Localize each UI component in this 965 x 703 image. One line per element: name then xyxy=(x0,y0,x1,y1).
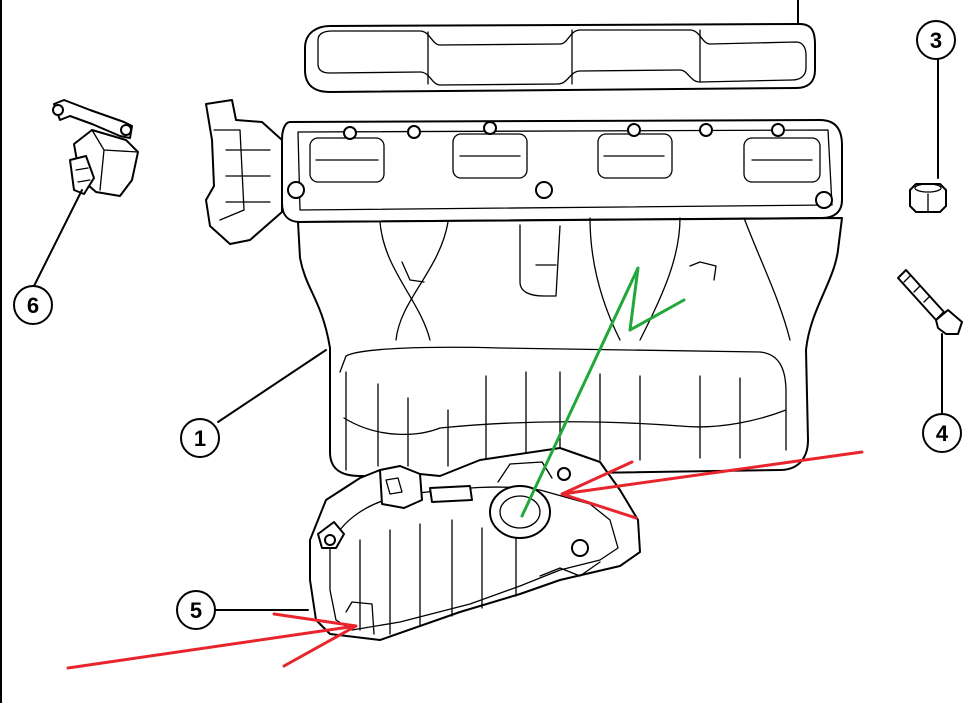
red-arrow-icon xyxy=(560,450,864,520)
callout-4: 4 xyxy=(922,413,962,453)
sensor-part-6 xyxy=(52,99,139,197)
green-arrow-icon xyxy=(520,266,686,518)
red-arrow-icon xyxy=(66,612,358,670)
intake-gasket xyxy=(304,0,816,93)
flange-bracket xyxy=(205,99,283,245)
leader-line-6 xyxy=(33,189,83,287)
callout-label-3: 3 xyxy=(930,28,942,53)
callout-label-5: 5 xyxy=(190,598,202,623)
callout-label-6: 6 xyxy=(27,293,39,318)
callout-5: 5 xyxy=(176,590,216,630)
nut-part-3 xyxy=(909,183,947,213)
leader-line-1 xyxy=(217,349,327,423)
green-arrow-annotation xyxy=(520,266,686,518)
bolt-part-4 xyxy=(897,269,963,335)
callout-3: 3 xyxy=(916,20,956,60)
callout-6: 6 xyxy=(13,285,53,325)
red-arrow-annotation-left xyxy=(66,612,358,670)
red-arrow-annotation-right xyxy=(560,450,864,520)
manifold-body xyxy=(297,217,843,479)
callout-label-4: 4 xyxy=(936,421,949,446)
callout-label-1: 1 xyxy=(194,426,206,451)
manifold-flange xyxy=(281,119,843,223)
callout-leaders xyxy=(33,57,943,611)
callout-1: 1 xyxy=(180,418,220,458)
